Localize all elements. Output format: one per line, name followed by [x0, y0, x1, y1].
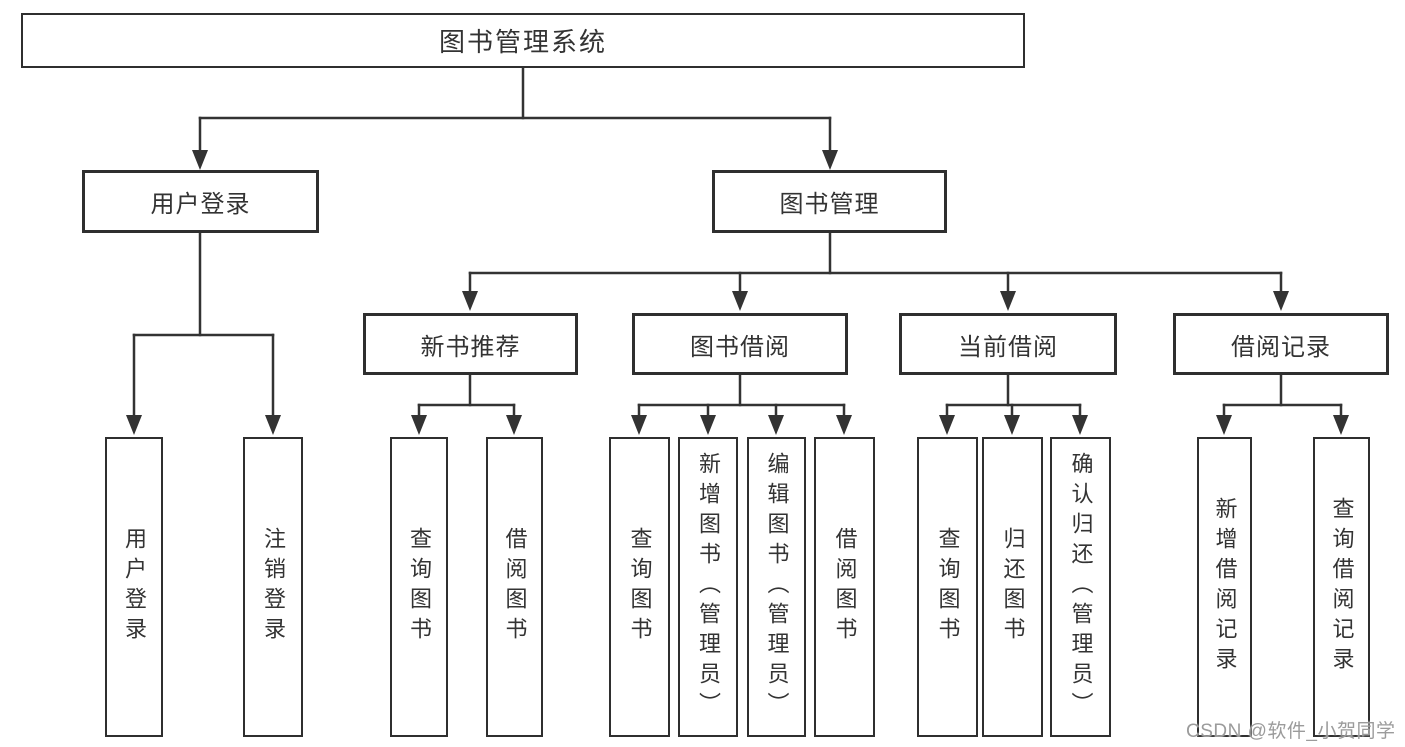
leaf-label: 借阅图书	[502, 527, 528, 647]
leaf-label: 确认归还（管理员）	[1068, 452, 1094, 722]
leaf-label: 查询图书	[407, 527, 432, 647]
node-label: 图书管理	[779, 191, 880, 218]
leaf-cur-confirm-return-admin: 确认归还（管理员）	[1050, 437, 1111, 737]
arrow-head-bor-query	[631, 415, 647, 435]
arrow-head-log-add	[1216, 415, 1232, 435]
leaf-user-login: 用户登录	[105, 437, 163, 737]
watermark-text: CSDN @软件_小贺同学	[1186, 721, 1396, 742]
leaf-label: 查询图书	[935, 527, 961, 647]
arrow-head-rec-query	[411, 415, 427, 435]
leaf-bor-borrow-books: 借阅图书	[814, 437, 875, 737]
node-book-borrowing: 图书借阅	[632, 313, 848, 375]
node-label: 借阅记录	[1231, 333, 1331, 361]
leaf-cur-query-books: 查询图书	[917, 437, 978, 737]
arrow-head-leaf-user-login	[126, 415, 142, 435]
leaf-bor-query-books: 查询图书	[609, 437, 670, 737]
node-label: 新书推荐	[420, 333, 521, 361]
node-book-management: 图书管理	[712, 170, 947, 233]
leaf-log-query-borrow-record: 查询借阅记录	[1313, 437, 1370, 737]
leaf-label: 注销登录	[261, 527, 286, 647]
node-user-login: 用户登录	[82, 170, 319, 233]
leaf-rec-query-books: 查询图书	[390, 437, 448, 737]
node-library-management-system: 图书管理系统	[21, 13, 1025, 68]
leaf-label: 查询图书	[627, 527, 653, 647]
node-label: 用户登录	[150, 191, 251, 218]
arrow-head-new-book-rec	[462, 291, 478, 311]
leaf-bor-add-books-admin: 新增图书（管理员）	[678, 437, 738, 737]
leaf-log-add-borrow-record: 新增借阅记录	[1197, 437, 1252, 737]
arrow-head-cur-return	[1004, 415, 1020, 435]
arrow-head-bor-borrow	[836, 415, 852, 435]
leaf-label: 查询借阅记录	[1329, 497, 1355, 677]
node-label: 图书管理系统	[438, 27, 607, 57]
arrow-head-cur-query	[939, 415, 955, 435]
leaf-bor-edit-books-admin: 编辑图书（管理员）	[747, 437, 806, 737]
leaf-rec-borrow-books: 借阅图书	[486, 437, 543, 737]
leaf-label: 用户登录	[122, 527, 147, 647]
arrow-head-bor-edit	[768, 415, 784, 435]
arrow-head-log-query	[1333, 415, 1349, 435]
leaf-label: 新增图书（管理员）	[696, 452, 721, 722]
node-borrowing-records: 借阅记录	[1173, 313, 1389, 375]
node-new-book-recommendation: 新书推荐	[363, 313, 578, 375]
arrow-head-leaf-logout	[265, 415, 281, 435]
arrow-head-borrowing-records	[1273, 291, 1289, 311]
leaf-label: 归还图书	[1000, 527, 1026, 647]
arrow-head-book-borrowing	[732, 291, 748, 311]
arrow-head-rec-borrow	[506, 415, 522, 435]
leaf-label: 编辑图书（管理员）	[764, 452, 790, 722]
node-label: 当前借阅	[958, 333, 1058, 361]
leaf-label: 借阅图书	[832, 527, 858, 647]
node-current-borrowing: 当前借阅	[899, 313, 1117, 375]
arrow-head-cur-confirm	[1072, 415, 1088, 435]
leaf-cur-return-books: 归还图书	[982, 437, 1043, 737]
node-label: 图书借阅	[690, 333, 790, 361]
arrow-head-bor-add	[700, 415, 716, 435]
arrow-head-user-login	[192, 150, 208, 170]
arrow-head-current-borrowing	[1000, 291, 1016, 311]
leaf-label: 新增借阅记录	[1212, 497, 1238, 677]
arrow-head-book-management	[822, 150, 838, 170]
leaf-logout: 注销登录	[243, 437, 303, 737]
